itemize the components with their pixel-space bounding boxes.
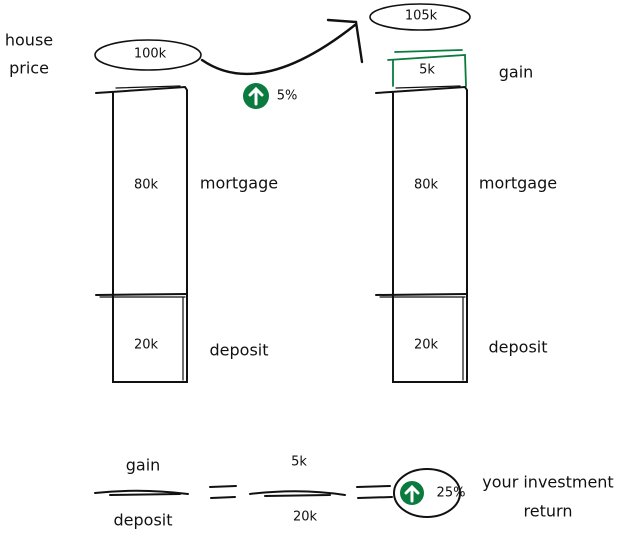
mortgage-label-before: mortgage	[199, 173, 279, 193]
house-label: house	[4, 30, 54, 50]
gain-box	[387, 49, 467, 87]
price-after-bubble	[369, 3, 471, 31]
bar-after	[375, 85, 468, 383]
price-label: price	[9, 58, 49, 78]
arrow-up-circle-icon	[243, 83, 269, 109]
gain-label: gain	[498, 62, 534, 82]
deposit-label-before: deposit	[209, 340, 269, 360]
fraction-line-middle	[249, 490, 346, 497]
deposit-value-after: 20k	[413, 337, 439, 353]
formula-numerator-label: gain	[125, 455, 161, 475]
deposit-label-after: deposit	[488, 337, 548, 357]
result-percent: 25%	[436, 485, 466, 501]
price-before: 100k	[133, 46, 167, 62]
mortgage-label-after: mortgage	[478, 173, 558, 193]
formula-denominator-value: 20k	[292, 509, 318, 525]
bar-before	[95, 85, 188, 383]
growth-percent: 5%	[276, 88, 298, 104]
formula-denominator-label: deposit	[113, 510, 173, 530]
result-label-line2: return	[523, 501, 573, 521]
price-after: 105k	[404, 8, 438, 24]
fraction-line-left	[94, 489, 189, 496]
equals-sign-1	[209, 485, 237, 499]
result-bubble	[393, 468, 461, 518]
growth-arrowhead	[326, 18, 364, 64]
deposit-value-before: 20k	[133, 337, 159, 353]
mortgage-value-before: 80k	[133, 177, 159, 193]
arrow-up-circle-icon	[400, 481, 424, 505]
equals-sign-2	[356, 485, 393, 499]
growth-arrow	[200, 23, 357, 76]
result-label-line1: your investment	[482, 472, 614, 492]
gain-value: 5k	[419, 62, 435, 78]
formula-numerator-value: 5k	[291, 454, 307, 470]
mortgage-value-after: 80k	[413, 177, 439, 193]
price-before-bubble	[94, 39, 202, 71]
